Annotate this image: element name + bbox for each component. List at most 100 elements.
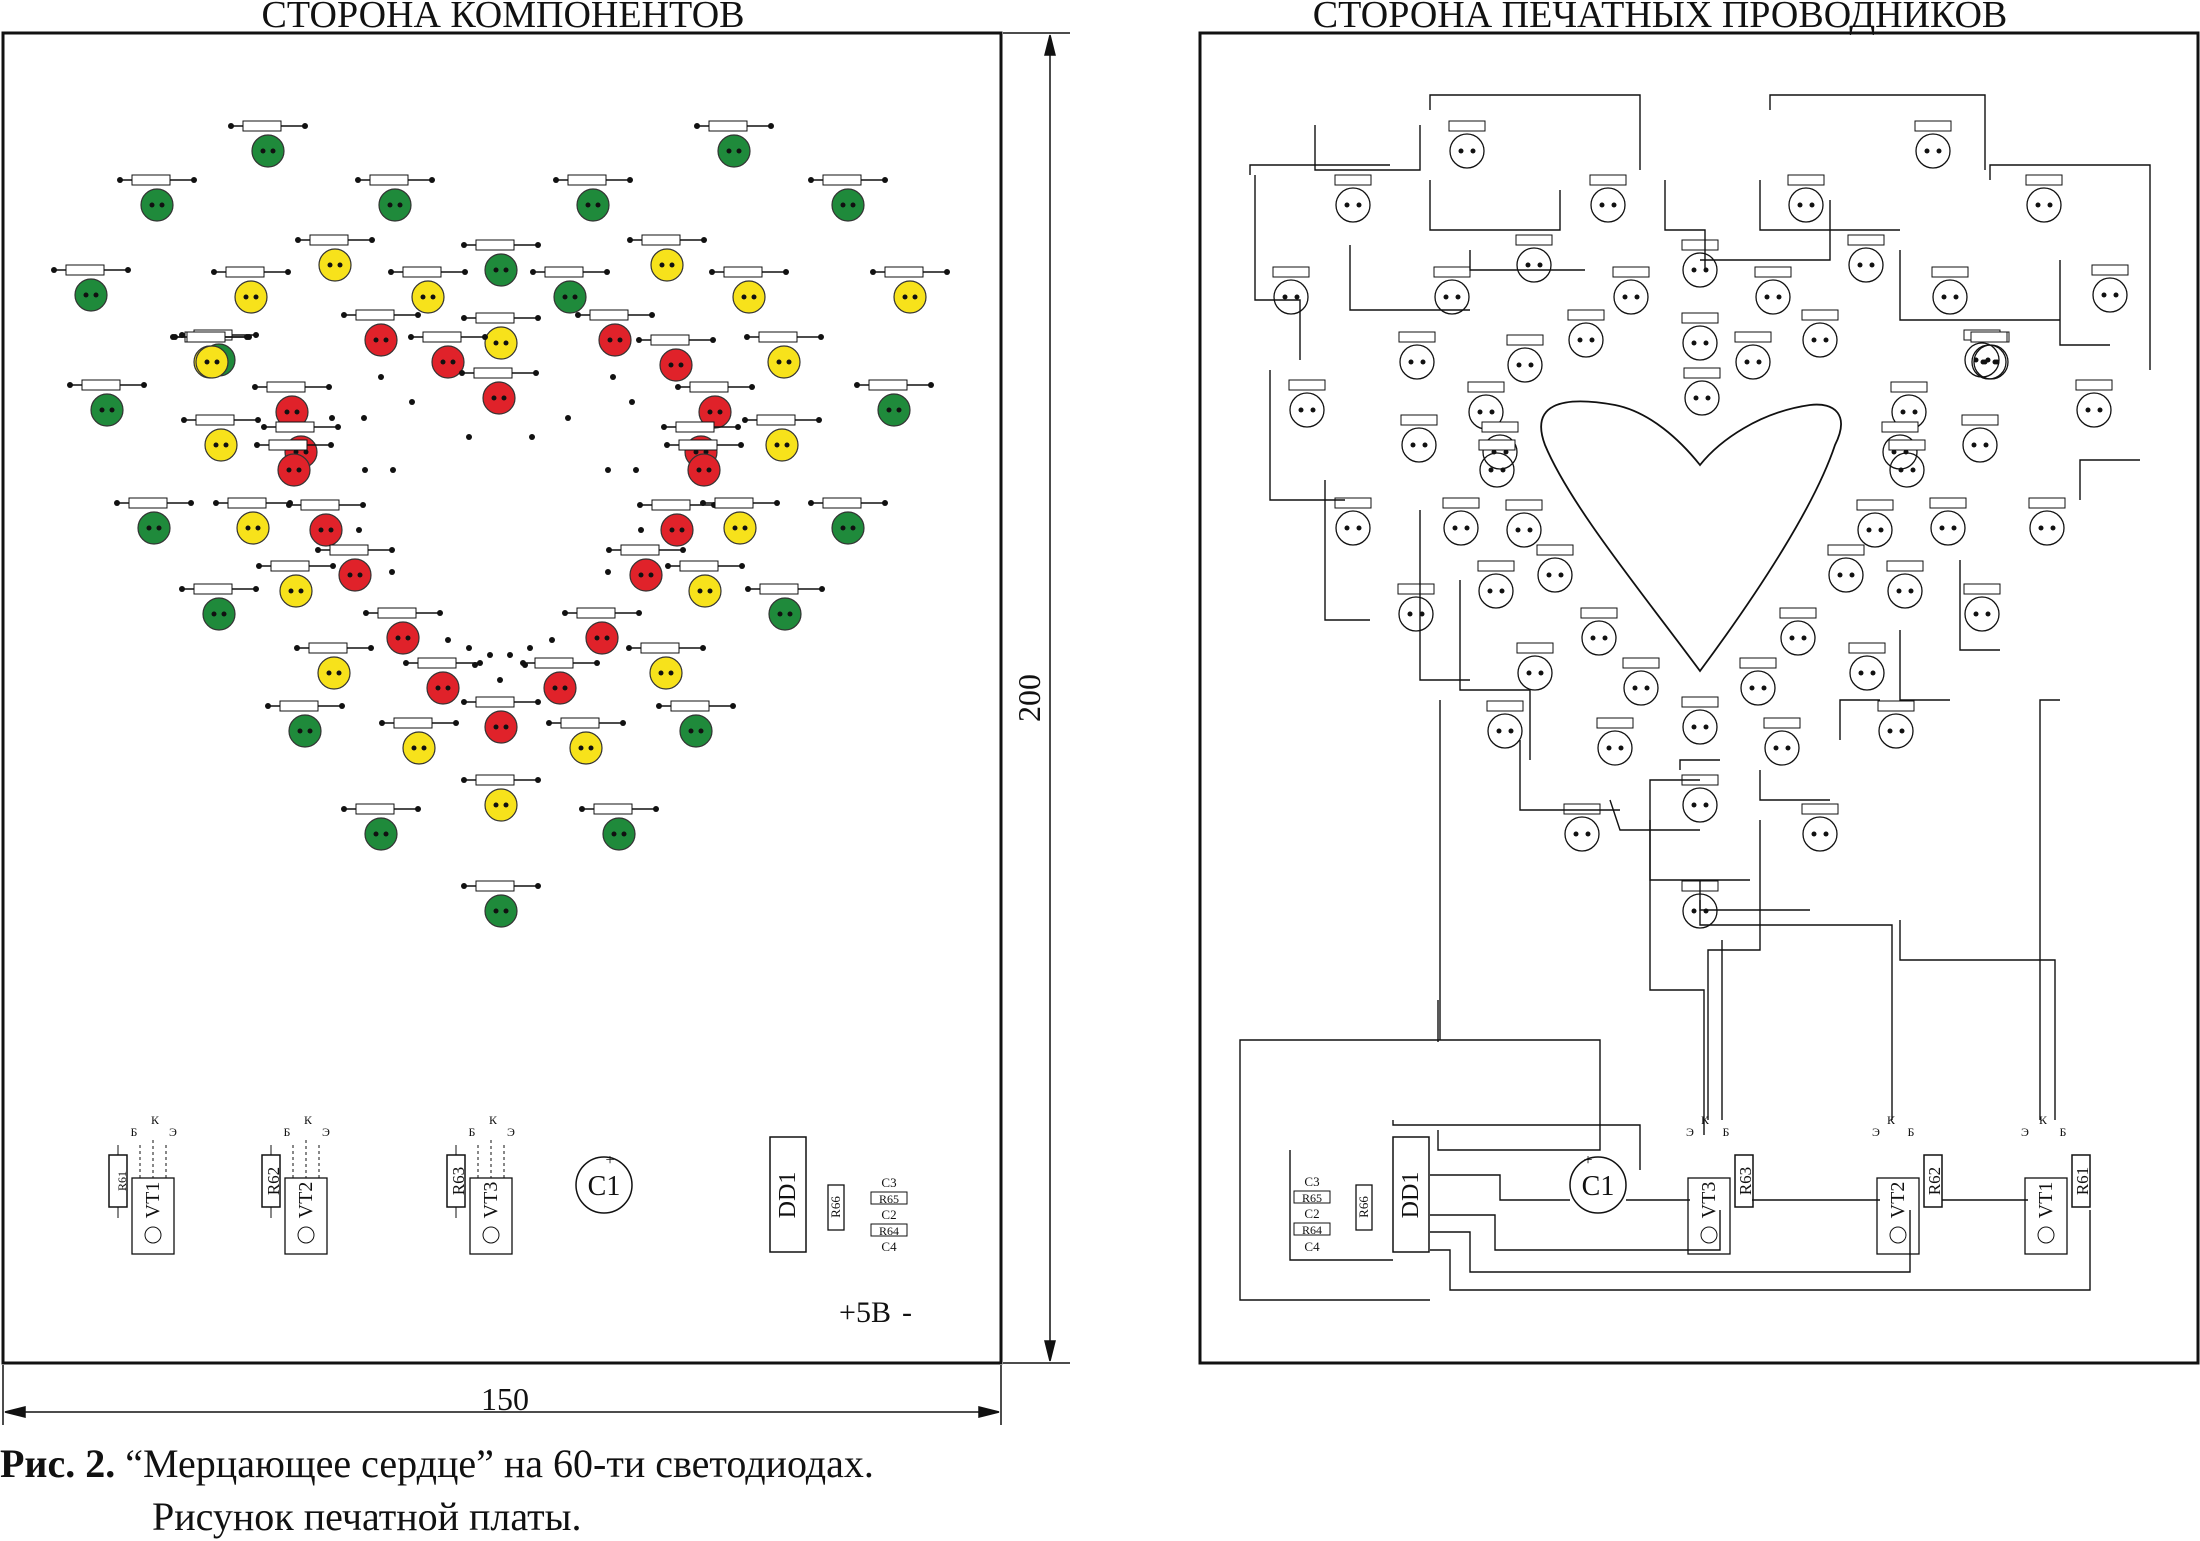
- led-body: [309, 513, 343, 547]
- smd-c3-label: C3: [881, 1175, 896, 1190]
- trace-led-pad: [1787, 174, 1825, 223]
- power-label: +5В: [839, 1296, 891, 1329]
- led-resistor: [475, 880, 515, 892]
- trace-capacitor-c1: C1 +: [1569, 1152, 1627, 1214]
- vt1-label: VT1: [142, 1182, 164, 1219]
- smd-c2-label: C2: [881, 1207, 896, 1222]
- led-yellow: [665, 560, 745, 608]
- via-hole: [565, 415, 571, 421]
- trace-led-pad: [1400, 414, 1438, 463]
- led-red: [341, 309, 421, 357]
- transistor-group-1: R61 VT1 Б К Э: [108, 1113, 177, 1255]
- led-body: [576, 188, 610, 222]
- transistor-group-3: R63 VT3 Б К Э: [446, 1113, 515, 1255]
- trace-led-pad: [1914, 120, 1952, 169]
- led-green: [808, 497, 888, 545]
- led-body: [585, 621, 619, 655]
- led-body: [649, 656, 683, 690]
- trace-smd-c3-label: C3: [1304, 1174, 1319, 1189]
- trace-led-pad: [1931, 266, 1969, 315]
- trace-led-pad: [1739, 657, 1777, 706]
- led-body: [386, 621, 420, 655]
- led-resistor: [589, 309, 629, 321]
- capacitor-c1: C1 +: [575, 1152, 633, 1214]
- pcb-trace: [1314, 125, 1421, 171]
- trace-led-pad: [1681, 696, 1719, 745]
- width-dimension: [2, 1365, 1002, 1425]
- led-resistor: [355, 803, 395, 815]
- led-resistor: [186, 331, 226, 343]
- trace-vt3-label: VT3: [1698, 1182, 1720, 1219]
- trace-led-pad: [1856, 499, 1894, 548]
- led-red: [664, 439, 744, 487]
- traces-board-outline: [1198, 31, 2200, 1365]
- led-green: [341, 803, 421, 851]
- via-hole: [529, 434, 535, 440]
- led-resistor: [714, 497, 754, 509]
- figure-caption-line1: Рис. 2. “Мерцающее сердце” на 60-ти свет…: [0, 1441, 874, 1486]
- led-resistor: [225, 266, 265, 278]
- led-resistor: [593, 803, 633, 815]
- via-hole: [466, 645, 472, 651]
- led-yellow: [870, 266, 950, 314]
- figure-title: “Мерцающее сердце” на 60-ти светодиодах.: [115, 1441, 874, 1486]
- trace-resistor-r66: R66: [1355, 1184, 1373, 1231]
- led-body: [378, 188, 412, 222]
- led-body: [765, 428, 799, 462]
- pcb-trace: [1254, 175, 1301, 360]
- trace-led-pad: [1563, 803, 1601, 852]
- pcb-trace: [1269, 370, 1345, 501]
- led-resistor: [723, 266, 763, 278]
- led-resistor: [266, 381, 306, 393]
- via-hole: [472, 662, 478, 668]
- smd-c4-label: C4: [881, 1239, 897, 1254]
- resistor-r66: R66: [827, 1184, 845, 1231]
- via-hole: [605, 569, 611, 575]
- led-red: [254, 439, 334, 487]
- led-body: [602, 817, 636, 851]
- vt3-pin-e: Э: [507, 1125, 515, 1139]
- smd-r64-label: R64: [879, 1224, 899, 1238]
- trace-led-pad: [1596, 717, 1634, 766]
- led-body: [629, 558, 663, 592]
- trace-r62-label: R62: [1925, 1167, 1944, 1195]
- via-hole: [362, 467, 368, 473]
- pcb-trace: [2079, 459, 2140, 500]
- r66-label: R66: [828, 1196, 843, 1218]
- trace-led-pad: [1612, 266, 1650, 315]
- led-body: [137, 511, 171, 545]
- led-body: [659, 348, 693, 382]
- trace-led-pad: [1448, 120, 1486, 169]
- led-yellow: [172, 331, 252, 379]
- trace-led-pad: [1477, 560, 1515, 609]
- led-red: [459, 367, 539, 415]
- pcb-trace: [1899, 630, 1950, 701]
- led-body: [411, 280, 445, 314]
- trace-led-pad: [2025, 174, 2063, 223]
- led-resistor: [576, 607, 616, 619]
- trace-led-pad: [1398, 331, 1436, 380]
- led-body: [484, 326, 518, 360]
- led-resistor: [279, 700, 319, 712]
- trace-led-pad: [1827, 544, 1865, 593]
- led-yellow: [256, 560, 336, 608]
- vt1-pin-k: К: [151, 1113, 160, 1127]
- vt3-label: VT3: [480, 1182, 502, 1219]
- led-green: [854, 379, 934, 427]
- led-green: [745, 583, 825, 631]
- led-resistor: [417, 657, 457, 669]
- led-resistor: [377, 607, 417, 619]
- led-resistor: [475, 696, 515, 708]
- led-green: [179, 583, 259, 631]
- pcb-trace: [1429, 94, 1641, 170]
- led-resistor: [641, 234, 681, 246]
- led-yellow: [213, 497, 293, 545]
- led-red: [606, 544, 686, 592]
- led-yellow: [744, 331, 824, 379]
- led-yellow: [626, 642, 706, 690]
- led-body: [364, 323, 398, 357]
- led-resistor: [560, 717, 600, 729]
- trace-led-pad: [1763, 717, 1801, 766]
- led-green: [265, 700, 345, 748]
